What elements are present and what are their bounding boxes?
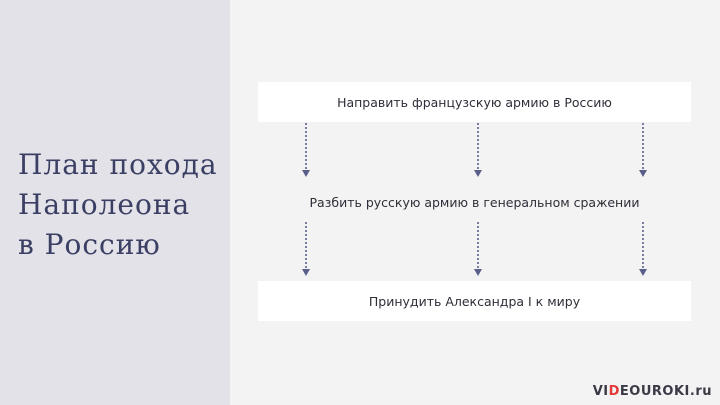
arrowhead-2-right <box>639 269 647 276</box>
arrowhead-1-right <box>639 170 647 177</box>
step-text-1: Направить французскую армию в Россию <box>337 94 612 110</box>
slide-title: План похода Наполеона в Россию <box>18 145 218 265</box>
arrowhead-1-left <box>302 170 310 177</box>
step-box-1: Направить французскую армию в Россию <box>258 82 691 122</box>
arrowhead-1-center <box>474 170 482 177</box>
left-panel <box>0 0 230 405</box>
arrowhead-2-left <box>302 269 310 276</box>
title-line-1: План похода <box>18 148 218 181</box>
step-box-3: Принудить Александра I к миру <box>258 281 691 321</box>
title-line-2: Наполеона <box>18 188 191 221</box>
step-box-2: Разбить русскую армию в генеральном сраж… <box>258 182 691 222</box>
videouroki-logo: VIDEOUROKI.ru <box>593 384 712 399</box>
title-line-3: в Россию <box>18 228 161 261</box>
logo-suffix: .ru <box>689 384 712 399</box>
logo-part-2: D <box>608 384 620 399</box>
logo-part-1: VI <box>592 384 609 399</box>
logo-part-3: EOUROKI <box>619 384 690 399</box>
step-text-2: Разбить русскую армию в генеральном сраж… <box>309 194 640 210</box>
arrowhead-2-center <box>474 269 482 276</box>
step-text-3: Принудить Александра I к миру <box>368 293 581 309</box>
